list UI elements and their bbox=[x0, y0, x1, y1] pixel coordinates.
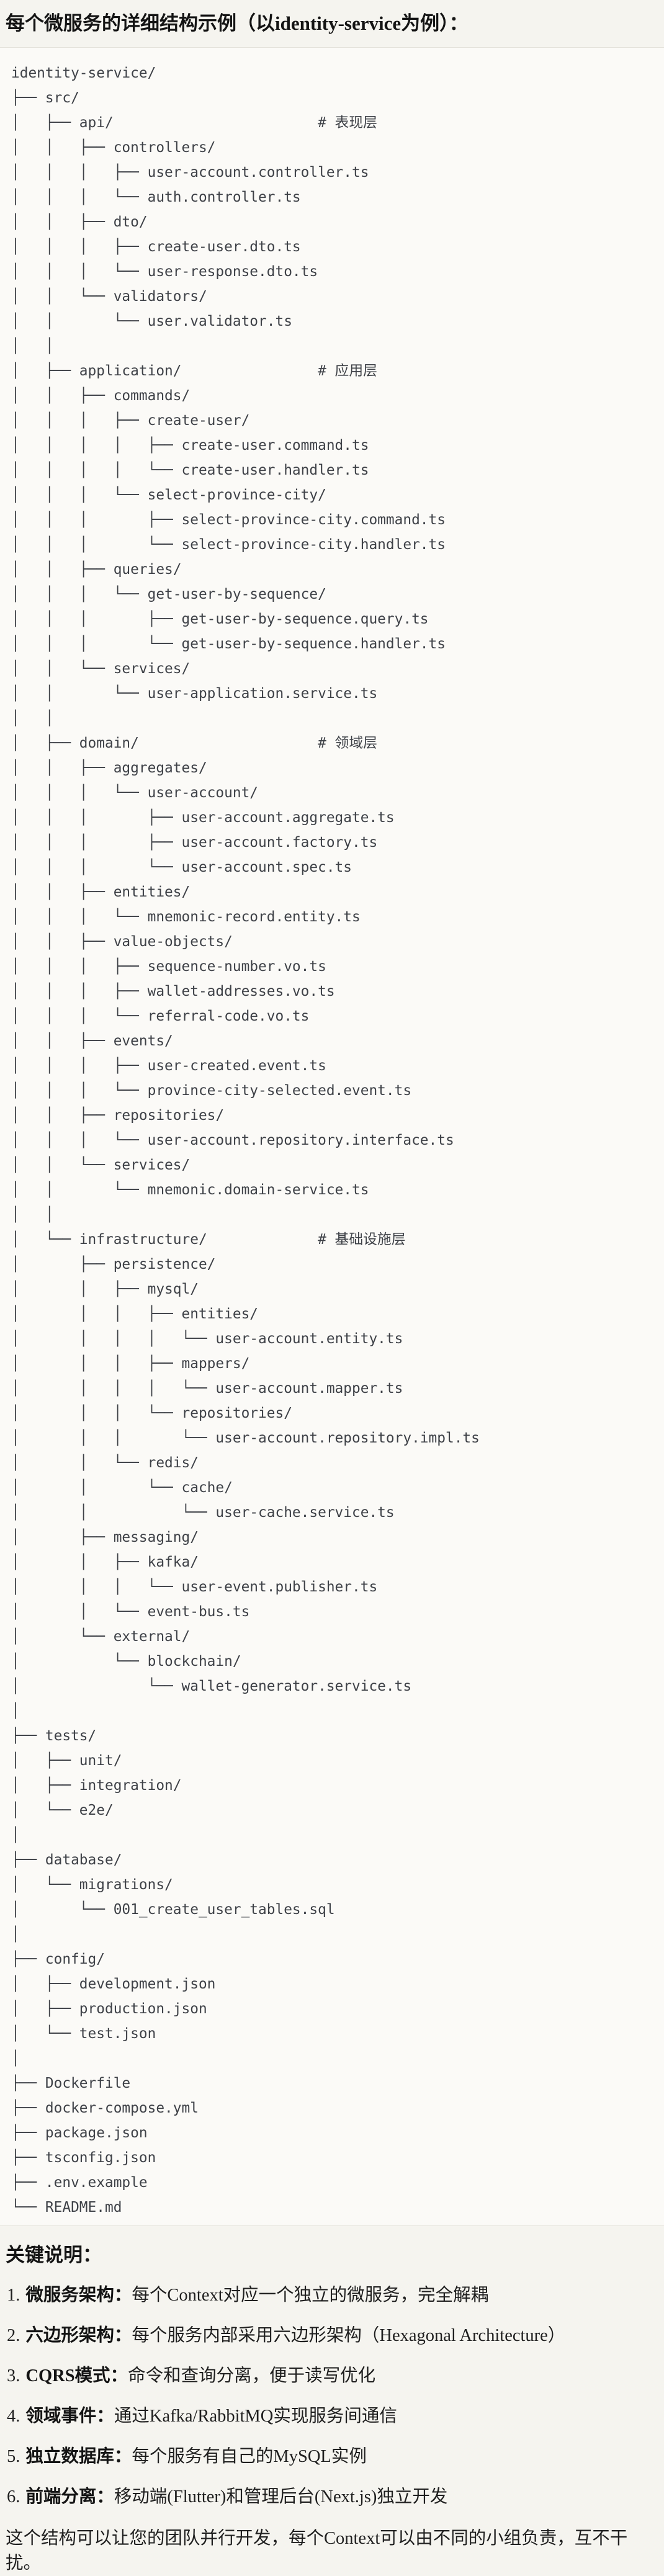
closing-paragraph: 这个结构可以让您的团队并行开发，每个Context可以由不同的小组负责，互不干扰… bbox=[6, 2529, 628, 2573]
note-item: 4. 领域事件：通过Kafka/RabbitMQ实现服务间通信 bbox=[7, 2404, 658, 2429]
directory-tree: identity-service/ ├── src/ │ ├── api/ # … bbox=[11, 65, 480, 2216]
note-number: 5. bbox=[7, 2447, 20, 2466]
note-number: 2. bbox=[7, 2326, 20, 2345]
note-number: 1. bbox=[7, 2286, 20, 2305]
note-text: 每个Context对应一个独立的微服务，完全解耦 bbox=[132, 2286, 489, 2305]
note-number: 6. bbox=[7, 2487, 20, 2507]
key-notes-section: 关键说明： 1. 微服务架构：每个Context对应一个独立的微服务，完全解耦 2… bbox=[0, 2242, 664, 2576]
note-item: 3.CQRS模式：命令和查询分离，便于读写优化 bbox=[7, 2364, 658, 2389]
note-item: 1. 微服务架构：每个Context对应一个独立的微服务，完全解耦 bbox=[7, 2283, 658, 2308]
note-item: 6.前端分离：移动端(Flutter)和管理后台(Next.js)独立开发 bbox=[7, 2485, 658, 2510]
note-item: 2. 六边形架构：每个服务内部采用六边形架构（Hexagonal Architec… bbox=[7, 2323, 658, 2348]
directory-tree-code-block: identity-service/ ├── src/ │ ├── api/ # … bbox=[0, 47, 664, 2226]
note-label: 六边形架构： bbox=[25, 2326, 132, 2345]
note-number: 3. bbox=[7, 2366, 20, 2386]
note-label: 前端分离： bbox=[25, 2487, 114, 2507]
note-text: 移动端(Flutter)和管理后台(Next.js)独立开发 bbox=[114, 2487, 448, 2507]
key-notes-heading: 关键说明： bbox=[6, 2244, 102, 2266]
note-text: 命令和查询分离，便于读写优化 bbox=[128, 2366, 376, 2386]
note-text: 通过Kafka/RabbitMQ实现服务间通信 bbox=[114, 2407, 397, 2426]
note-label: 微服务架构： bbox=[25, 2286, 132, 2305]
note-label: 领域事件： bbox=[25, 2407, 114, 2426]
page-title: 每个微服务的详细结构示例（以identity-service为例）： bbox=[6, 12, 469, 34]
note-label: 独立数据库： bbox=[25, 2447, 132, 2466]
note-text: 每个服务有自己的MySQL实例 bbox=[132, 2447, 367, 2466]
note-number: 4. bbox=[7, 2407, 20, 2426]
note-text: 每个服务内部采用六边形架构（Hexagonal Architecture） bbox=[132, 2326, 566, 2345]
note-label: CQRS模式： bbox=[25, 2366, 128, 2386]
note-item: 5. 独立数据库：每个服务有自己的MySQL实例 bbox=[7, 2444, 658, 2469]
